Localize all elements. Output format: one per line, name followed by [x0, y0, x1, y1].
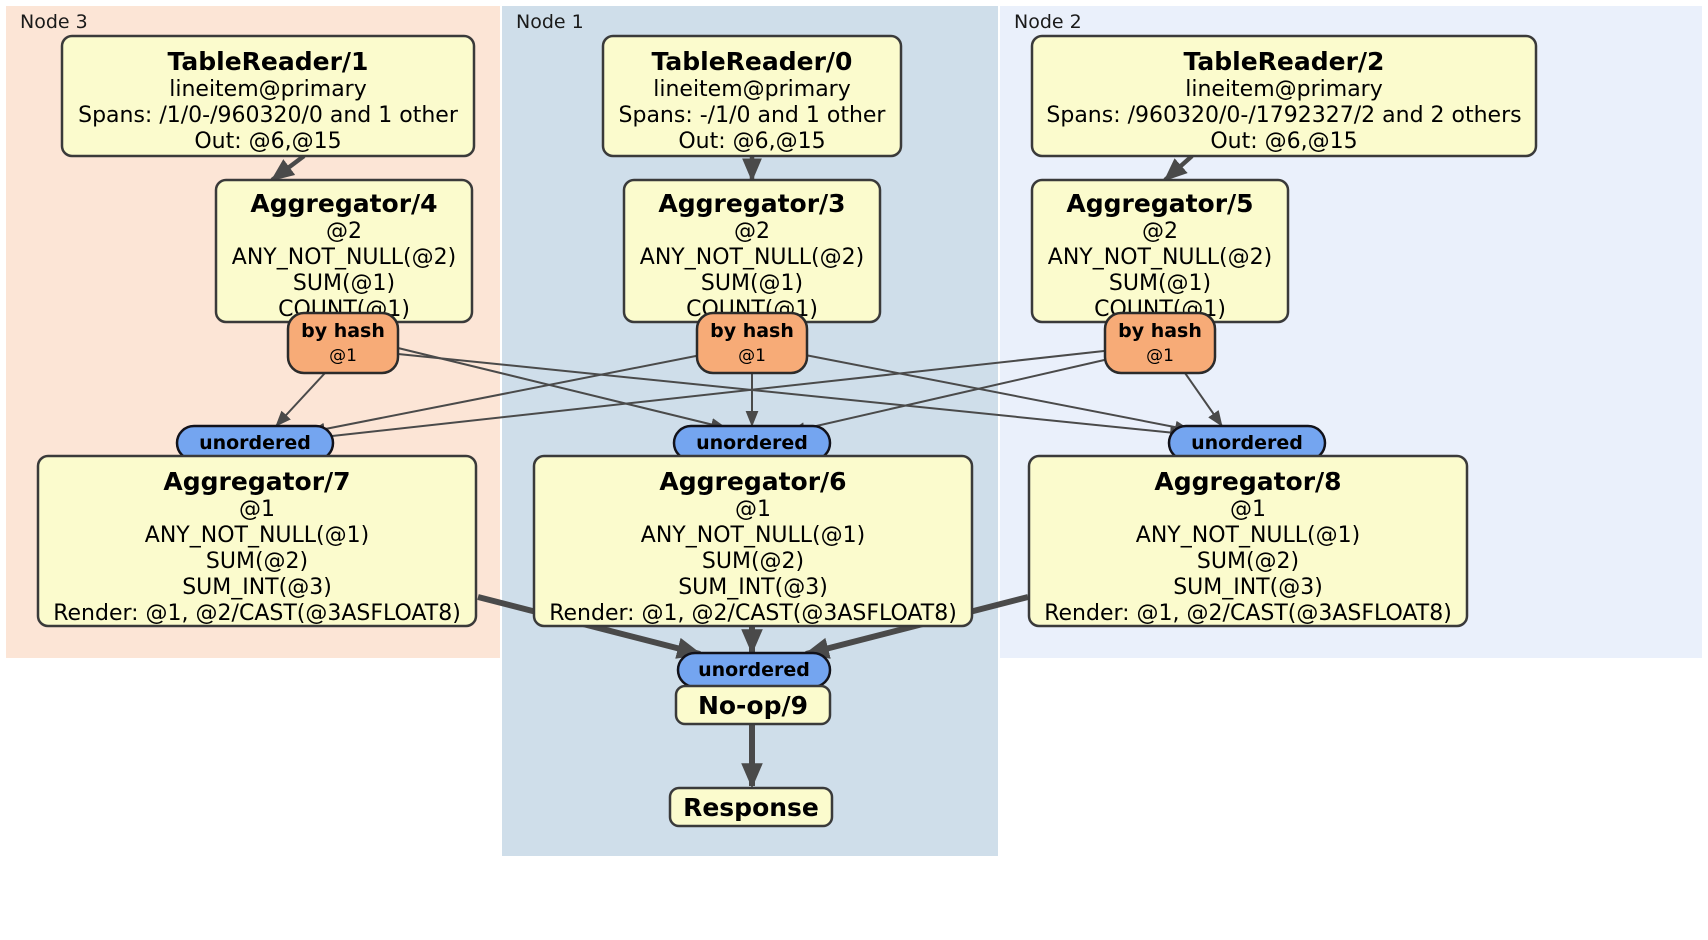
node-panel-label-node3: Node 3 — [20, 11, 88, 33]
processor-table-reader-1[interactable]: TableReader/1 lineitem@primary Spans: /1… — [60, 34, 476, 158]
processor-title: Aggregator/5 — [1066, 189, 1253, 218]
processor-line-3: SUM_INT(@3) — [678, 575, 828, 600]
router-title: by hash — [710, 320, 794, 342]
router-by-hash-center[interactable]: by hash @1 — [695, 311, 809, 375]
processor-line-4: Render: @1, @2/CAST(@3ASFLOAT8) — [53, 601, 461, 626]
processor-table-reader-0[interactable]: TableReader/0 lineitem@primary Spans: -/… — [601, 34, 903, 158]
processor-line-0: @1 — [239, 497, 275, 522]
processor-box[interactable] — [60, 34, 476, 158]
processor-line-2: SUM(@1) — [1109, 271, 1211, 296]
processor-table-reader-2[interactable]: TableReader/2 lineitem@primary Spans: /9… — [1030, 34, 1538, 158]
router-subtitle: @1 — [1146, 346, 1174, 366]
processor-aggregator-3[interactable]: Aggregator/3 @2 ANY_NOT_NULL(@2) SUM(@1)… — [622, 178, 882, 324]
edge-hashL-to-unorderedR — [397, 353, 1186, 439]
processor-line-2: Out: @6,@15 — [1210, 129, 1357, 154]
processor-line-2: SUM(@2) — [1197, 549, 1299, 574]
processor-line-4: Render: @1, @2/CAST(@3ASFLOAT8) — [549, 601, 957, 626]
processor-title: Aggregator/4 — [250, 189, 437, 218]
processor-line-1: ANY_NOT_NULL(@1) — [1136, 523, 1360, 548]
synchronizer-unordered-left[interactable]: unordered — [175, 424, 335, 462]
processor-line-2: SUM(@1) — [701, 271, 803, 296]
processor-response[interactable]: Response — [668, 786, 834, 828]
processor-title: TableReader/2 — [1184, 47, 1385, 76]
router-pill[interactable] — [1103, 311, 1217, 375]
processor-line-1: ANY_NOT_NULL(@2) — [640, 245, 864, 270]
processor-title: Aggregator/6 — [659, 467, 846, 496]
edge-hashC-to-unorderedR — [799, 353, 1191, 434]
synchronizer-title: unordered — [199, 432, 311, 454]
synchronizer-title: unordered — [1191, 432, 1303, 454]
router-title: by hash — [301, 320, 385, 342]
processor-line-2: SUM(@1) — [293, 271, 395, 296]
processor-aggregator-5[interactable]: Aggregator/5 @2 ANY_NOT_NULL(@2) SUM(@1)… — [1030, 178, 1290, 324]
edge-tr2-to-agg5 — [1163, 154, 1194, 182]
processor-aggregator-8[interactable]: Aggregator/8 @1 ANY_NOT_NULL(@1) SUM(@2)… — [1027, 454, 1469, 628]
synchronizer-unordered-final[interactable]: unordered — [676, 651, 832, 689]
processor-box[interactable] — [1030, 34, 1538, 158]
processor-box[interactable] — [674, 684, 832, 726]
router-pill[interactable] — [695, 311, 809, 375]
router-by-hash-left[interactable]: by hash @1 — [286, 311, 400, 375]
processor-title: Aggregator/7 — [163, 467, 350, 496]
processor-line-1: ANY_NOT_NULL(@2) — [232, 245, 456, 270]
synchronizer-unordered-center[interactable]: unordered — [672, 424, 832, 462]
processor-line-0: lineitem@primary — [653, 77, 851, 102]
processor-no-op-9[interactable]: No-op/9 — [674, 684, 832, 726]
router-subtitle: @1 — [738, 346, 766, 366]
processor-box[interactable] — [1027, 454, 1469, 628]
edges-hash-to-unordered — [275, 347, 1223, 443]
router-subtitle: @1 — [329, 346, 357, 366]
processor-line-0: lineitem@primary — [1185, 77, 1383, 102]
processor-line-2: SUM(@2) — [206, 549, 308, 574]
edge-hashR-to-unorderedR — [1184, 372, 1223, 427]
processor-title: Aggregator/8 — [1154, 467, 1341, 496]
processor-line-1: ANY_NOT_NULL(@2) — [1048, 245, 1272, 270]
edge-hashC-to-unorderedL — [309, 353, 707, 436]
processor-aggregator-4[interactable]: Aggregator/4 @2 ANY_NOT_NULL(@2) SUM(@1)… — [214, 178, 474, 324]
processor-box[interactable] — [668, 786, 834, 828]
router-by-hash-right[interactable]: by hash @1 — [1103, 311, 1217, 375]
processor-box[interactable] — [601, 34, 903, 158]
processor-line-1: Spans: /960320/0-/1792327/2 and 2 others — [1046, 103, 1521, 128]
processor-line-3: SUM_INT(@3) — [1173, 575, 1323, 600]
processor-line-4: Render: @1, @2/CAST(@3ASFLOAT8) — [1044, 601, 1452, 626]
processor-line-0: @1 — [1230, 497, 1266, 522]
processor-line-0: @2 — [1142, 219, 1178, 244]
edges-tablereader-to-aggregator — [270, 154, 1194, 182]
processor-title: Aggregator/3 — [658, 189, 845, 218]
processor-title: Response — [683, 793, 819, 822]
processor-box[interactable] — [532, 454, 974, 628]
synchronizer-title: unordered — [698, 659, 810, 681]
edge-hashR-to-unorderedL — [313, 349, 1114, 443]
processor-line-1: ANY_NOT_NULL(@1) — [145, 523, 369, 548]
processor-line-0: @2 — [734, 219, 770, 244]
processor-line-3: SUM_INT(@3) — [182, 575, 332, 600]
synchronizer-unordered-right[interactable]: unordered — [1167, 424, 1327, 462]
node-panel-label-node2: Node 2 — [1014, 11, 1082, 33]
processor-line-2: SUM(@2) — [702, 549, 804, 574]
processor-title: No-op/9 — [698, 691, 808, 720]
processor-line-2: Out: @6,@15 — [678, 129, 825, 154]
processor-line-0: @1 — [735, 497, 771, 522]
processor-aggregator-6[interactable]: Aggregator/6 @1 ANY_NOT_NULL(@1) SUM(@2)… — [532, 454, 974, 628]
node-panel-label-node1: Node 1 — [516, 11, 584, 33]
router-title: by hash — [1118, 320, 1202, 342]
processor-aggregator-7[interactable]: Aggregator/7 @1 ANY_NOT_NULL(@1) SUM(@2)… — [36, 454, 478, 628]
edge-hashL-to-unorderedC — [397, 347, 727, 431]
edge-hashR-to-unorderedC — [789, 357, 1114, 435]
processor-title: TableReader/0 — [652, 47, 853, 76]
processor-line-1: ANY_NOT_NULL(@1) — [641, 523, 865, 548]
router-pill[interactable] — [286, 311, 400, 375]
synchronizer-title: unordered — [696, 432, 808, 454]
edge-hashL-to-unorderedL — [275, 372, 326, 427]
processor-line-2: Out: @6,@15 — [194, 129, 341, 154]
processor-line-0: lineitem@primary — [169, 77, 367, 102]
processor-title: TableReader/1 — [168, 47, 369, 76]
processor-box[interactable] — [36, 454, 478, 628]
processor-line-1: Spans: /1/0-/960320/0 and 1 other — [78, 103, 459, 128]
processor-line-0: @2 — [326, 219, 362, 244]
edge-tr1-to-agg4 — [270, 154, 306, 182]
processor-line-1: Spans: -/1/0 and 1 other — [619, 103, 887, 128]
